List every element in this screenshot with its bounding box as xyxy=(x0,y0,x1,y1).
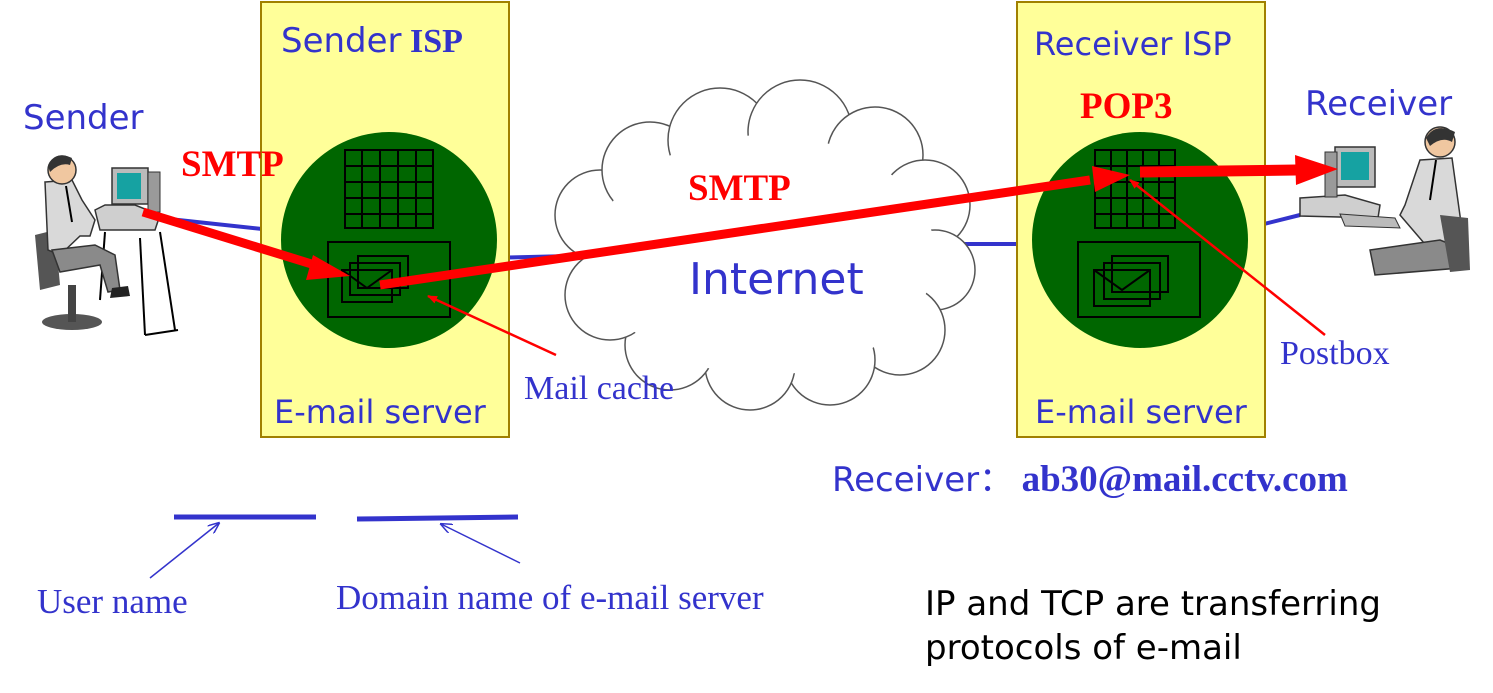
sender-mail-server xyxy=(281,132,497,348)
internet-label: Internet xyxy=(689,254,864,305)
sender-isp-title: Sender ISP xyxy=(281,24,463,59)
user-name-label: User name xyxy=(37,582,188,621)
protocol-note-line1: IP and TCP are transferring xyxy=(925,584,1381,624)
receiver-isp-title: Receiver ISP xyxy=(1034,25,1232,63)
receiver-mail-server xyxy=(1032,132,1248,348)
smtp-transfer-arrows xyxy=(141,155,1338,290)
sender-isp-title-word: Sender xyxy=(281,21,402,61)
sender-isp-title-isp: ISP xyxy=(410,23,463,60)
domain-pointer xyxy=(441,524,521,564)
sender-user-icon xyxy=(35,155,179,336)
receiver-user-icon xyxy=(1299,126,1470,276)
email-address-line: Receiver： ab30@mail.cctv.com xyxy=(832,461,1348,498)
internet-cloud xyxy=(554,79,976,411)
user-name-pointer xyxy=(149,523,219,579)
sender-label: Sender xyxy=(23,98,144,138)
email-address-value: ab30@mail.cctv.com xyxy=(1021,459,1348,500)
mail-cache-pointer xyxy=(427,294,557,357)
mail-cache-label: Mail cache xyxy=(524,370,675,407)
domain-name-label: Domain name of e-mail server xyxy=(336,578,764,617)
postbox-envelope-icon xyxy=(1077,241,1201,318)
pop3-label: POP3 xyxy=(1080,86,1173,127)
sender-storage-grid-icon xyxy=(344,149,434,229)
receiver-server-label: E-mail server xyxy=(1035,393,1247,431)
sender-server-label: E-mail server xyxy=(274,393,486,431)
postbox-label: Postbox xyxy=(1280,335,1390,372)
sender-smtp-label: SMTP xyxy=(181,144,284,185)
protocol-note-line2: protocols of e-mail xyxy=(925,627,1242,668)
domain-underline xyxy=(356,514,519,522)
protocol-note: IP and TCP are transferring protocols of… xyxy=(925,583,1381,670)
receiver-label: Receiver xyxy=(1305,84,1453,124)
postbox-pointer xyxy=(1129,179,1326,336)
internet-smtp-label: SMTP xyxy=(688,168,791,209)
email-address-prefix: Receiver： xyxy=(832,460,1014,500)
